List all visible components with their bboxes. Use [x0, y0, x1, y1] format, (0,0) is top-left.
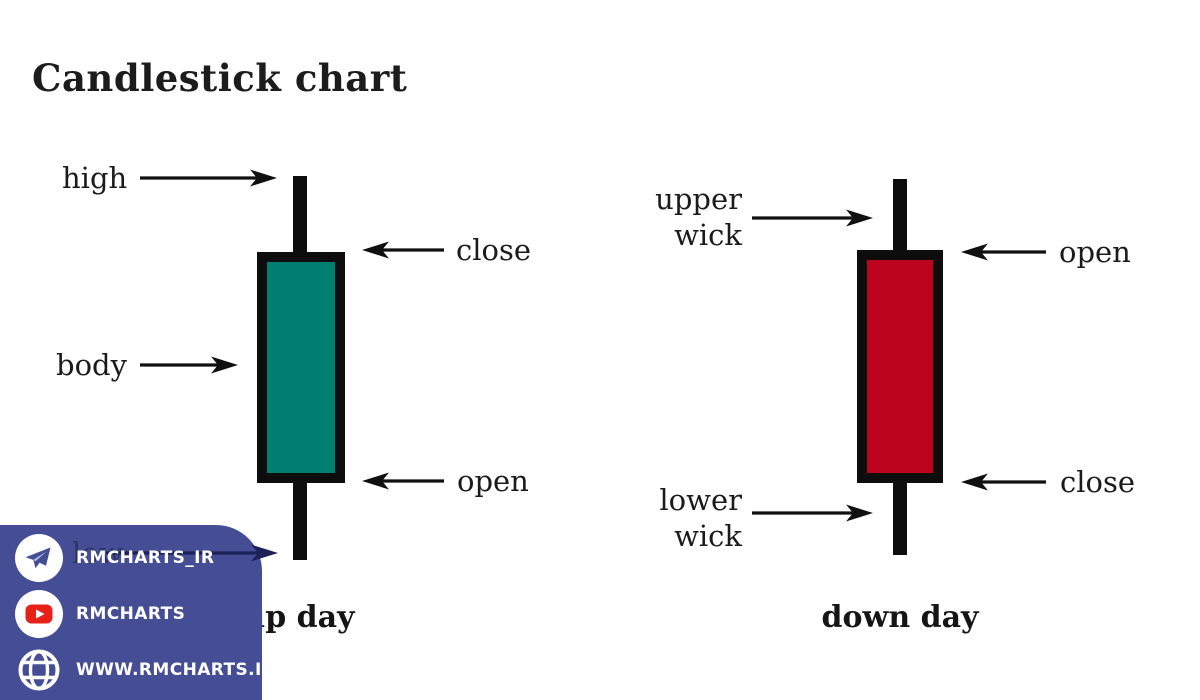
label-upper-wick-line1: upper [655, 182, 742, 216]
arrow-close-up [362, 241, 444, 259]
social-row-telegram[interactable]: RMCHARTS_IR [15, 534, 214, 582]
arrow-upper-wick [752, 209, 873, 227]
arrow-high [140, 169, 277, 187]
label-upper-wick: upper wick [600, 181, 742, 253]
label-lower-wick-line2: wick [674, 519, 742, 553]
arrow-body [140, 356, 238, 374]
page-title: Candlestick chart [32, 56, 408, 100]
social-row-website[interactable]: WWW.RMCHARTS.IR [15, 646, 275, 694]
telegram-icon [15, 534, 63, 582]
caption-down-day: down day [821, 600, 979, 635]
label-body: body [56, 348, 127, 382]
label-lower-wick: lower wick [600, 482, 742, 554]
label-close-down: close [1060, 465, 1136, 499]
label-lower-wick-line1: lower [659, 483, 742, 517]
social-label-website: WWW.RMCHARTS.IR [76, 660, 276, 680]
up-candle-body [257, 252, 345, 483]
youtube-icon [15, 590, 63, 638]
arrow-lower-wick [752, 504, 873, 522]
arrow-close-down [961, 473, 1046, 491]
globe-icon [18, 649, 60, 691]
arrow-open-up [362, 472, 444, 490]
label-open-up: open [457, 464, 529, 498]
label-open-down: open [1059, 235, 1131, 269]
label-upper-wick-line2: wick [674, 218, 742, 252]
social-label-youtube: RMCHARTS [76, 604, 186, 624]
down-candle-body [857, 250, 943, 483]
social-row-youtube[interactable]: RMCHARTS [15, 590, 185, 638]
label-close-up: close [456, 233, 532, 267]
arrow-open-down [961, 243, 1046, 261]
social-label-telegram: RMCHARTS_IR [76, 548, 215, 568]
label-high: high [62, 161, 128, 195]
